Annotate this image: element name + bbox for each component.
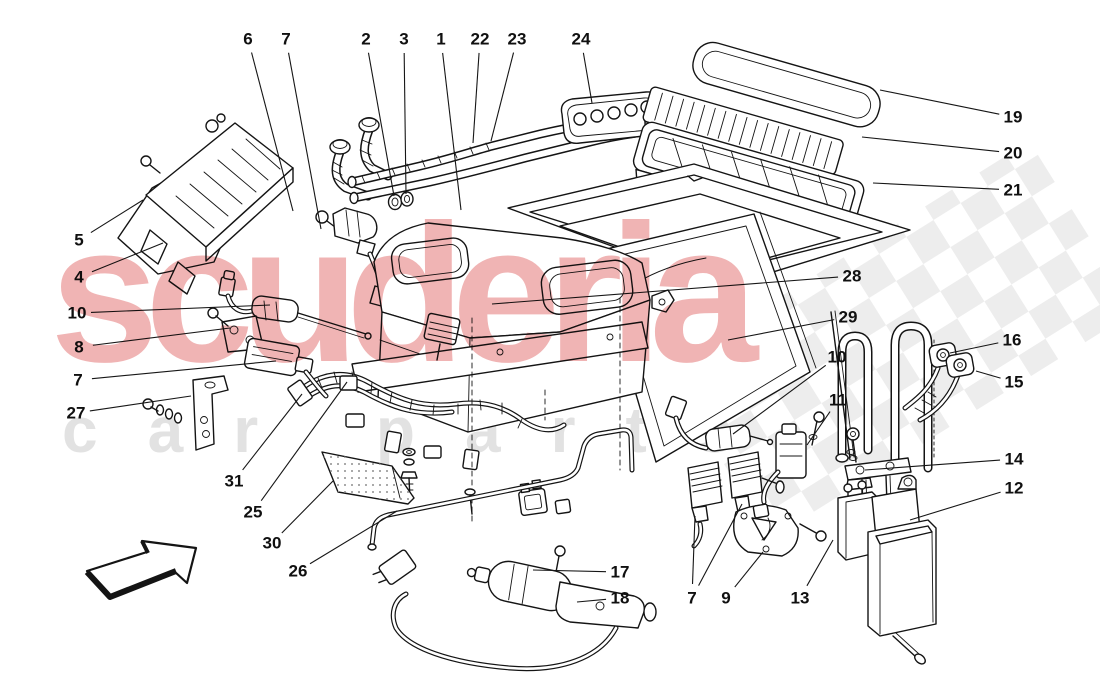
callout-28-11: 28 [842,266,862,286]
part-valve-bracket-9 [733,504,827,557]
part-banjo-fittings [902,342,975,423]
callout-16-13: 16 [1002,330,1022,350]
part-drain-pipe [367,427,635,551]
callout-7-23: 7 [73,370,83,390]
part-sponge-seal [321,451,415,505]
leader-lines [89,52,1001,603]
part-cover-12 [867,474,937,665]
part-sensor-cable-left [218,269,372,340]
callout-6-0: 6 [243,29,253,49]
part-inlet-hoses [329,117,393,201]
callout-14-17: 14 [1004,449,1024,469]
callout-25-26: 25 [243,502,263,522]
part-grommets [387,191,414,211]
part-solenoid-valves-7 [687,451,785,549]
callout-27-24: 27 [66,403,86,423]
callout-20-9: 20 [1003,143,1023,163]
callout-5-19: 5 [74,230,84,250]
part-solenoid-left [243,337,329,399]
callout-29-12: 29 [838,307,858,327]
part-water-pipe-loops [830,310,935,475]
callout-17-29: 17 [610,562,630,582]
callout-22-5: 22 [470,29,490,49]
callout-1-4: 1 [436,29,446,49]
callout-26-28: 26 [288,561,308,581]
callout-30-27: 30 [262,533,282,553]
callout-19-8: 19 [1003,107,1023,127]
part-temp-sensor [664,395,774,452]
callout-9-32: 9 [721,588,731,608]
callout-12-18: 12 [1004,478,1024,498]
callout-11-16: 11 [829,390,847,410]
callout-8-22: 8 [74,337,84,357]
direction-arrow [84,539,198,600]
callout-4-20: 4 [74,267,84,287]
part-filter-gasket [692,41,881,128]
callout-31-25: 31 [224,471,244,491]
callout-2-2: 2 [361,29,371,49]
callout-10-15: 10 [827,347,847,367]
part-solenoid-11 [761,411,825,505]
part-flap-motor [372,545,657,672]
callout-7-1: 7 [281,29,291,49]
callout-23-6: 23 [507,29,527,49]
callout-7-31: 7 [687,588,697,608]
part-evaporator-unit [351,222,675,433]
callout-18-30: 18 [610,588,630,608]
callout-21-10: 21 [1003,180,1023,200]
part-bracket-27 [142,375,229,451]
callout-3-3: 3 [399,29,409,49]
hardware-screws [400,447,476,515]
callout-13-33: 13 [790,588,810,608]
part-fuse-holder [518,479,771,541]
callout-10-21: 10 [67,303,87,323]
part-wiring-harness [287,312,567,471]
callout-15-14: 15 [1004,372,1024,392]
callout-24-7: 24 [571,29,591,49]
